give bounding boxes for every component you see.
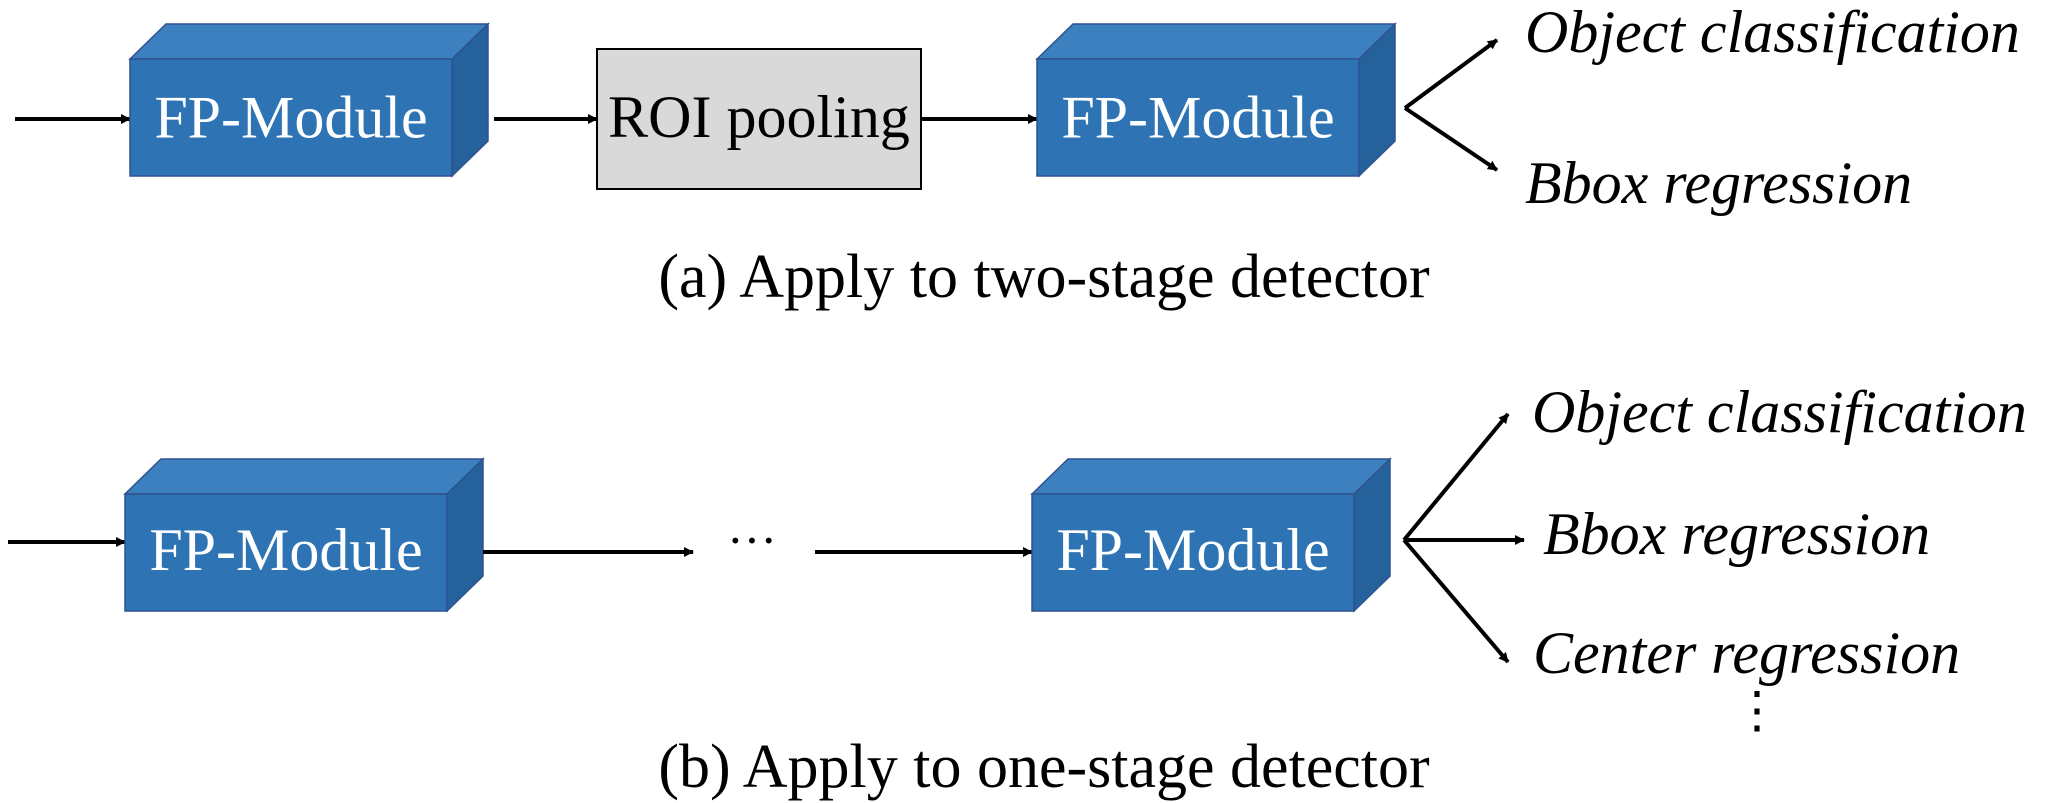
panel-b-ellipsis: ··· [727,512,777,568]
panel-a-fp-module-1-label: FP-Module [154,85,427,151]
panel-a-fp-module-2-top [1035,23,1397,60]
panel-a-output-bbox-regression: Bbox regression [1525,150,1912,216]
panel-b-fp-module-2-top [1030,458,1392,495]
panel-b-output-center-regression: Center regression [1533,620,1960,686]
panel-a-fp-module-1-top [128,23,490,60]
panel-b-output-bbox-regression: Bbox regression [1543,501,1930,567]
panel-a-output-arrow-classification [1403,38,1499,110]
panel-a-fp-module-1: FP-Module [128,22,490,178]
panel-a-fp-module-2-front [1036,58,1360,177]
panel-b-fp-module-2: FP-Module [1030,457,1392,613]
panel-b-output-arrow-center [1402,538,1510,664]
panel-a: FP-Module ROI pooling FP-Module Object c… [15,0,2020,311]
panel-b: FP-Module ··· FP-Module Object classific… [8,379,2027,801]
panel-a-output-arrow-bbox [1403,106,1499,172]
panel-a-roi-pooling-label: ROI pooling [608,84,910,150]
panel-b-fp-module-1-front [124,493,448,612]
panel-b-fp-module-1-top [123,458,485,495]
panel-b-fp-module-1-label: FP-Module [149,517,422,583]
panel-b-fp-module-2-label: FP-Module [1056,517,1329,583]
panel-b-fp-module-1: FP-Module [123,457,485,613]
panel-a-caption: (a) Apply to two-stage detector [658,243,1430,311]
panel-a-fp-module-2-label: FP-Module [1061,85,1334,151]
panel-a-fp-module-1-front [129,58,453,177]
panel-b-fp-module-2-front [1031,493,1355,612]
panel-b-output-object-classification: Object classification [1532,379,2027,445]
panel-b-more-outputs-indicator: ⋮ [1732,682,1782,738]
panel-a-fp-module-2: FP-Module [1035,22,1397,178]
panel-a-output-object-classification: Object classification [1525,0,2020,65]
panel-b-caption: (b) Apply to one-stage detector [658,733,1430,801]
panel-a-roi-pooling: ROI pooling [596,48,922,190]
panel-b-output-arrow-classification [1402,412,1510,542]
